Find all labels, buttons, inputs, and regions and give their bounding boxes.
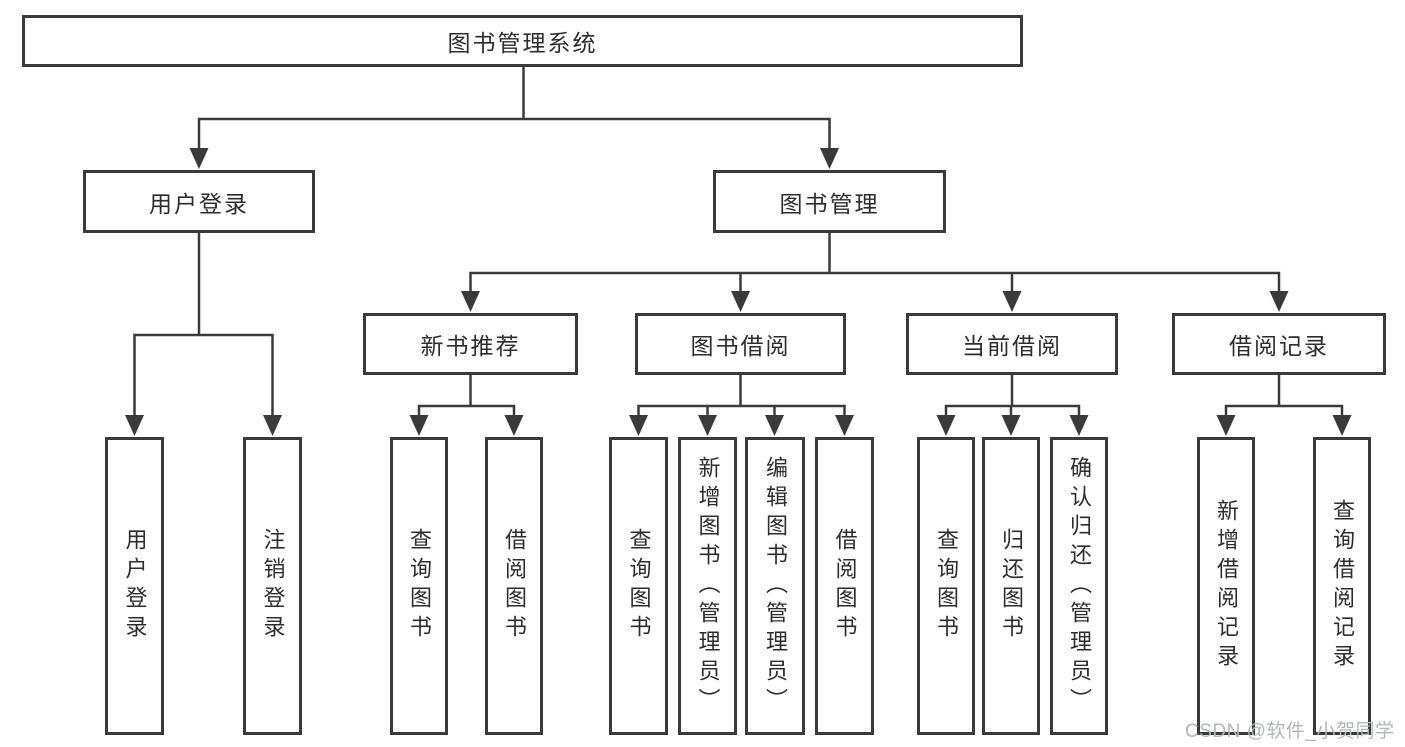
leaf-query-books-current: 查询图书: [917, 437, 975, 735]
leaf-query-borrow-record: 查询借阅记录: [1313, 437, 1371, 735]
leaf-borrow-books-newbooks: 借阅图书: [485, 437, 543, 735]
connector-level3-crossbar: [469, 271, 1281, 292]
leaf-user-login: 用户登录: [105, 437, 164, 735]
connector-level2-crossbar: [197, 117, 831, 150]
node-borrow-records: 借阅记录: [1172, 313, 1386, 375]
leaf-query-books-newbooks: 查询图书: [390, 437, 448, 735]
leaf-query-books-borrow: 查询图书: [609, 437, 668, 735]
leaf-return-book: 归还图书: [982, 437, 1040, 735]
node-user-login: 用户登录: [83, 170, 315, 233]
leaf-confirm-return-admin: 确认归还（管理员）: [1050, 437, 1108, 735]
leaf-borrow-books-borrow: 借阅图书: [815, 437, 874, 735]
node-book-management: 图书管理: [713, 170, 946, 233]
watermark: CSDN @软件_小贺同学: [1185, 721, 1395, 742]
node-book-management-label: 图书管理: [779, 190, 880, 217]
leaf-edit-book-admin: 编辑图书（管理员）: [745, 437, 805, 735]
node-new-book-recommend: 新书推荐: [363, 313, 578, 375]
node-user-login-label: 用户登录: [149, 190, 249, 217]
leaf-logout: 注销登录: [243, 437, 302, 735]
node-current-borrow: 当前借阅: [906, 313, 1118, 375]
node-root-label: 图书管理系统: [447, 30, 598, 56]
leaf-add-book-admin: 新增图书（管理员）: [678, 437, 737, 735]
node-root: 图书管理系统: [22, 15, 1023, 67]
leaf-add-borrow-record: 新增借阅记录: [1197, 437, 1255, 735]
node-book-borrow: 图书借阅: [635, 313, 846, 375]
